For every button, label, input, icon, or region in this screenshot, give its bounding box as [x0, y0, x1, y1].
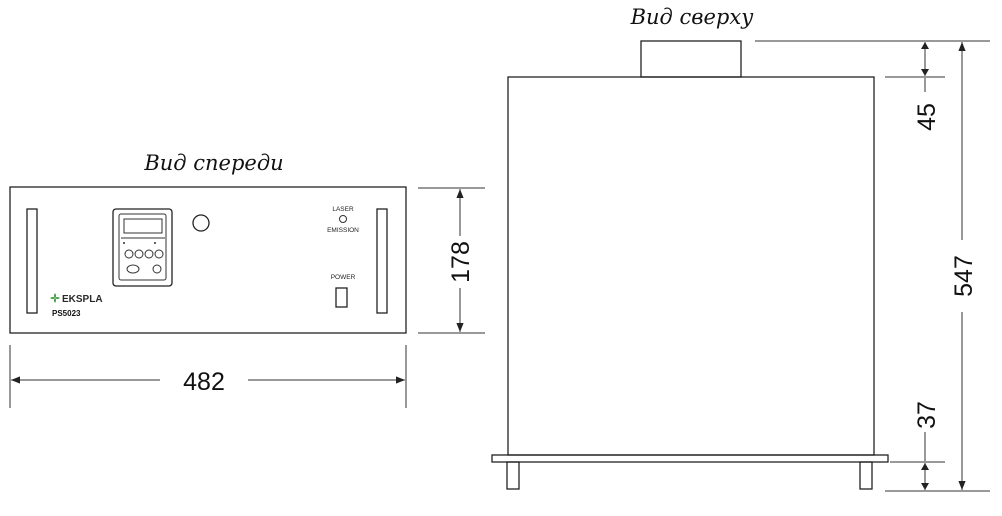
handle-arrow-top — [921, 463, 929, 470]
power-switch[interactable] — [335, 287, 348, 308]
lcd-display — [123, 218, 163, 234]
rear-box-arrow-top — [921, 42, 929, 49]
total-depth-label: 547 — [950, 255, 978, 297]
top-left-handle — [506, 461, 520, 490]
front-height-dimension: 178 — [418, 187, 485, 334]
width-label: 482 — [183, 368, 225, 396]
left-handle — [26, 208, 38, 314]
keypad-button-3[interactable] — [144, 249, 154, 259]
rear-box-arrow-bottom — [921, 69, 929, 76]
front-width-dimension: 482 — [9, 345, 407, 408]
front-view-caption: Вид спереди — [143, 151, 283, 175]
keypad-bezel — [118, 213, 167, 281]
rear-connector-box — [640, 40, 742, 78]
power-label: POWER — [331, 274, 356, 281]
right-handle — [376, 208, 388, 314]
key-switch[interactable] — [192, 214, 210, 232]
top-body — [507, 76, 875, 456]
brand-name: EKSPLA — [62, 294, 103, 305]
front-panel-edge — [491, 454, 889, 463]
height-label: 178 — [447, 241, 475, 283]
keypad-button-4[interactable] — [154, 249, 164, 259]
keypad-button-1[interactable] — [124, 249, 134, 259]
top-view: Вид сверху 45 37 — [491, 5, 990, 492]
laser-emission-led — [339, 215, 347, 223]
keypad-housing — [112, 208, 173, 287]
handle-arrow-bottom — [921, 483, 929, 490]
total-depth-dimension: 547 — [950, 42, 978, 490]
keypad-led-left — [123, 242, 125, 244]
front-handle-dimension: 37 — [913, 401, 941, 490]
laser-emission-label-line2: EMISSION — [327, 227, 359, 234]
keypad-enter-button[interactable] — [126, 264, 140, 274]
control-keypad — [112, 208, 173, 287]
top-view-caption: Вид сверху — [630, 5, 755, 29]
brand-logo-icon — [50, 293, 60, 303]
handle-depth-label: 37 — [913, 401, 941, 429]
front-view: Вид спереди LASER EMISSION POWER — [9, 151, 485, 408]
front-panel — [9, 186, 407, 334]
keypad-button-2[interactable] — [134, 249, 144, 259]
laser-emission-label-line1: LASER — [332, 206, 354, 213]
model-name: PS5023 — [52, 309, 81, 318]
keypad-stop-button[interactable] — [152, 264, 162, 274]
top-right-handle — [859, 461, 873, 490]
rear-box-dimension: 45 — [913, 42, 941, 131]
rear-box-depth-label: 45 — [913, 103, 941, 131]
keypad-led-right — [154, 242, 156, 244]
